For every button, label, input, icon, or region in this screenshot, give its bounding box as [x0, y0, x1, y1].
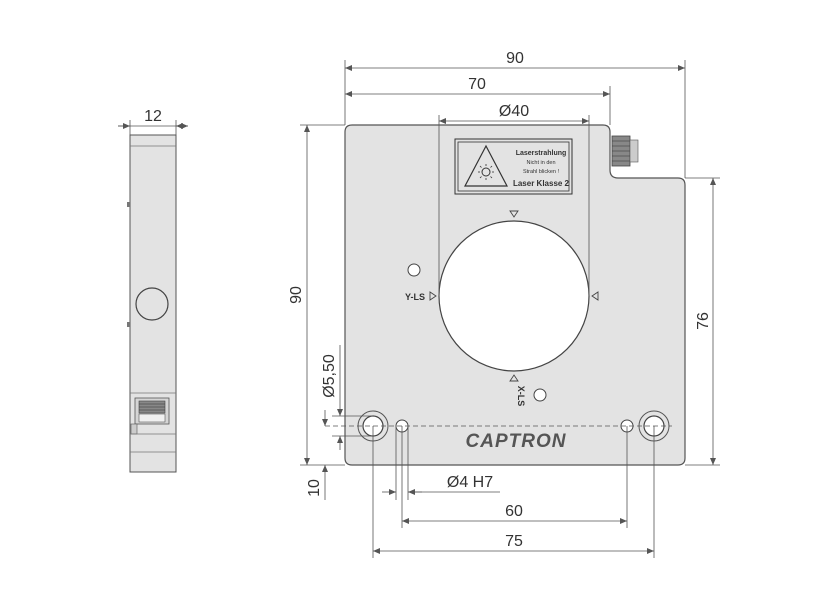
side-view: 12: [118, 108, 188, 473]
dim-pin-spacing: 60: [505, 503, 523, 520]
dim-right-height: 76: [695, 312, 712, 330]
dim-hole-spacing: 75: [505, 533, 523, 550]
central-bore: [438, 220, 590, 372]
dim-hole-large: Ø5,50: [321, 354, 338, 398]
marker-right-icon: [591, 291, 599, 301]
dim-total-height: 90: [288, 286, 305, 304]
dim-hole-pin: Ø4 H7: [447, 474, 493, 491]
dim-total-width: 90: [506, 50, 524, 67]
front-view: Laserstrahlung Nicht in den Strahl blick…: [325, 124, 686, 466]
brand-logo: CAPTRON: [466, 431, 567, 452]
side-view-connector: [130, 397, 176, 435]
warning-line4: Laser Klasse 2: [513, 179, 570, 188]
dim-hole-offset: 10: [306, 479, 323, 497]
side-view-knob: [135, 287, 169, 321]
dim-side-width: 12: [144, 108, 162, 125]
marker-left-icon: [429, 291, 437, 301]
x-axis-mark: X-LS: [516, 386, 526, 407]
marker-bottom-icon: [509, 374, 519, 382]
laser-warning-icon: [464, 144, 508, 187]
warning-line3: Strahl blicken !: [523, 169, 560, 175]
y-axis-mark: Y-LS: [405, 292, 425, 302]
indicator-hole-right: [533, 388, 547, 402]
dim-slot-width: 70: [468, 76, 486, 93]
marker-top-icon: [509, 210, 519, 218]
indicator-hole-left: [407, 263, 421, 277]
warning-line1: Laserstrahlung: [516, 150, 567, 157]
warning-line2: Nicht in den: [526, 160, 555, 166]
dim-bore-diameter: Ø40: [499, 103, 529, 120]
dimension-lines: [300, 60, 720, 558]
laser-warning-label: Laserstrahlung Nicht in den Strahl blick…: [454, 138, 573, 195]
front-view-connector: [611, 135, 639, 167]
